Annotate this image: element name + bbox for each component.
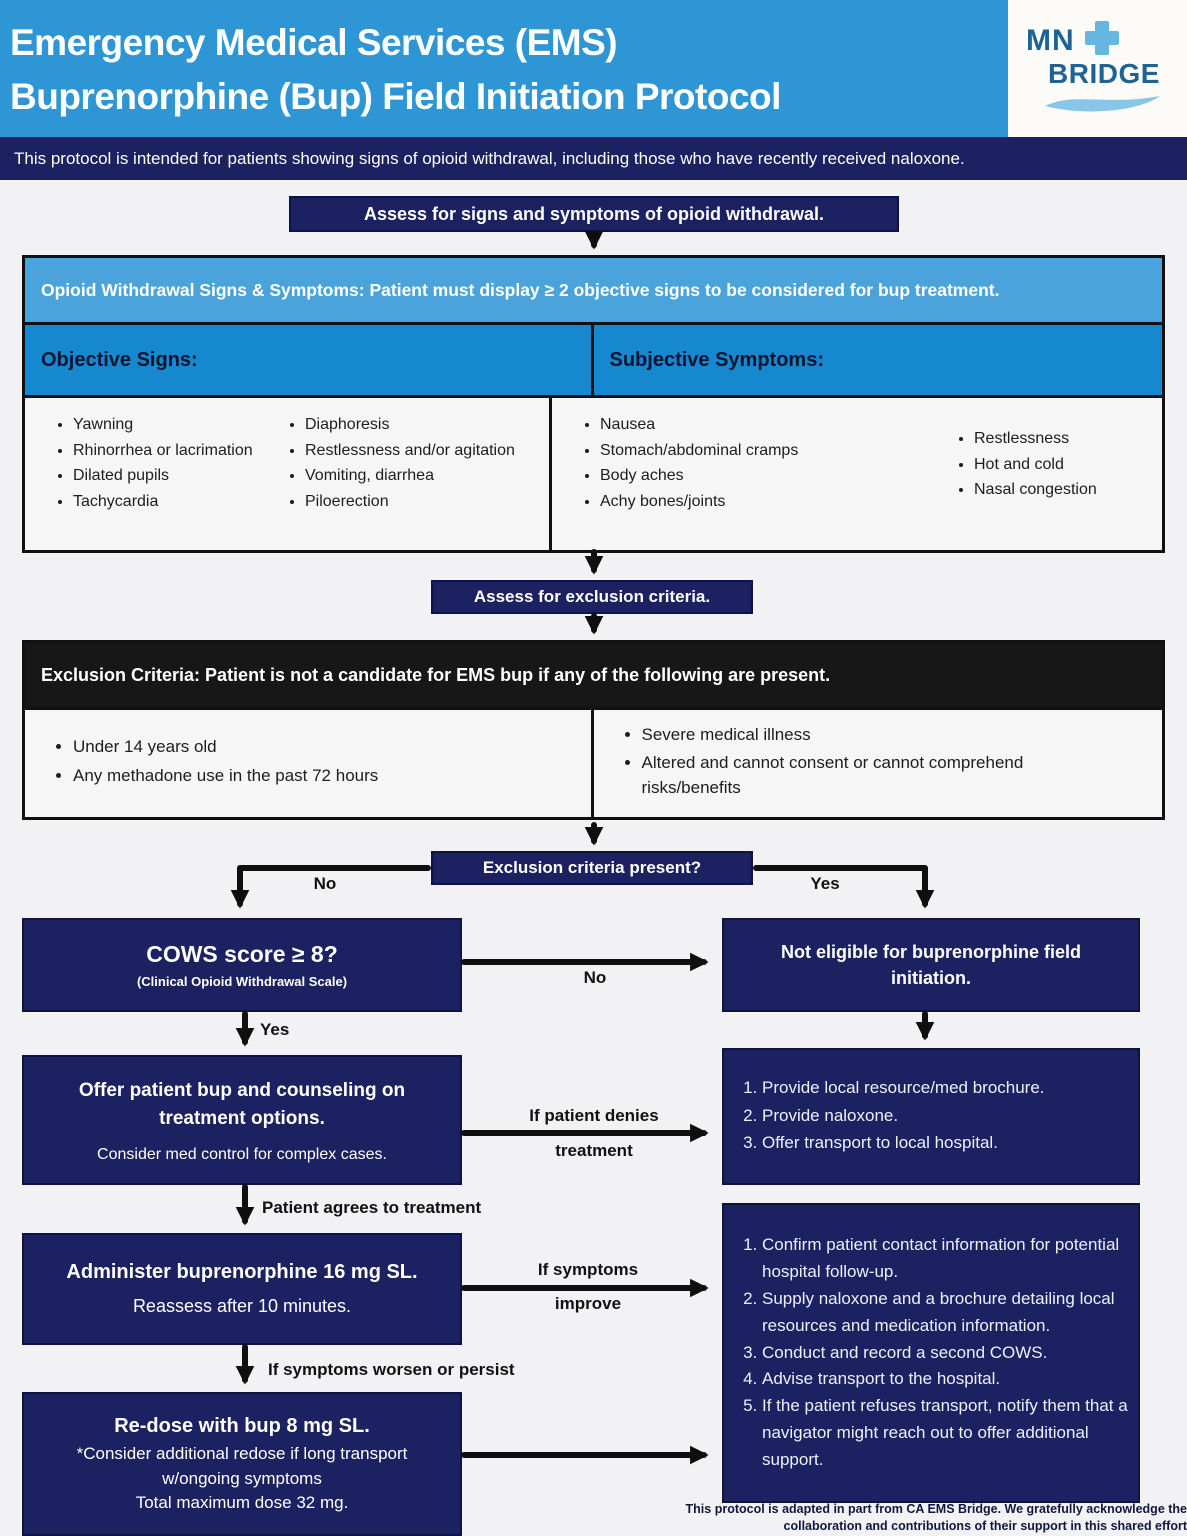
denies-steps-list: Provide local resource/med brochure. Pro… [738,1075,1045,1158]
list-item: Achy bones/joints [600,491,952,514]
withdrawal-table-body: Yawning Rhinorrhea or lacrimation Dilate… [25,398,1162,550]
list-item: Rhinorrhea or lacrimation [73,440,283,463]
list-item: Severe medical illness [642,723,1094,748]
improve-label-line1: If symptoms [537,1260,639,1279]
improve-steps-box: Confirm patient contact information for … [722,1203,1140,1503]
cows-yes-label: Yes [260,1020,290,1039]
cows-subtitle: (Clinical Opioid Withdrawal Scale) [136,974,348,989]
improve-steps-list: Confirm patient contact information for … [738,1232,1132,1474]
subjective-symptoms-list-2: Restlessness Hot and cold Nasal congesti… [952,414,1154,550]
offer-subtitle: Consider med control for complex cases. [97,1145,387,1163]
list-item: Nausea [600,414,952,437]
agrees-label: Patient agrees to treatment [262,1198,482,1217]
exclusion-table-body: Under 14 years old Any methadone use in … [25,710,1162,817]
redose-box: Re-dose with bup 8 mg SL. *Consider addi… [22,1392,462,1536]
redose-note: *Consider additional redose if long tran… [76,1443,408,1488]
cows-no-label: No [583,968,607,987]
list-item: Conduct and record a second COWS. [762,1340,1132,1367]
mn-bridge-logo: MN BRIDGE [1008,0,1187,137]
logo-text-mn: MN [1026,24,1075,57]
not-eligible-box: Not eligible for buprenorphine field ini… [722,918,1140,1012]
exclusion-decision-box: Exclusion criteria present? [431,851,753,885]
not-eligible-text: Not eligible for buprenorphine field ini… [781,941,1081,988]
subjective-symptoms-list-1: Nausea Stomach/abdominal cramps Body ach… [578,414,952,550]
header-banner: Emergency Medical Services (EMS) Bupreno… [0,0,1187,137]
list-item: Advise transport to the hospital. [762,1366,1132,1393]
improve-label-line2: improve [554,1294,622,1313]
exclusion-table-header: Exclusion Criteria: Patient is not a can… [25,643,1162,710]
attribution-line1: This protocol is adapted in part from CA… [685,1502,1187,1516]
cows-score-box: COWS score ≥ 8? (Clinical Opioid Withdra… [22,918,462,1012]
list-item: Confirm patient contact information for … [762,1232,1132,1286]
wave-icon [1042,92,1164,121]
administer-box: Administer buprenorphine 16 mg SL. Reass… [22,1233,462,1345]
list-item: Piloerection [305,491,520,514]
logo-text-bridge: BRIDGE [1048,58,1160,89]
cows-title: COWS score ≥ 8? [146,941,338,967]
list-item: Body aches [600,465,952,488]
attribution-note: This protocol is adapted in part from CA… [567,1501,1187,1535]
withdrawal-table-header: Opioid Withdrawal Signs & Symptoms: Pati… [25,258,1162,325]
withdrawal-signs-table: Opioid Withdrawal Signs & Symptoms: Pati… [22,255,1165,553]
list-item: If the patient refuses transport, notify… [762,1393,1132,1474]
denies-steps-box: Provide local resource/med brochure. Pro… [722,1048,1140,1185]
redose-title: Re-dose with bup 8 mg SL. [114,1414,370,1437]
branch-no-label: No [313,874,337,893]
list-item: Restlessness and/or agitation [305,440,520,463]
list-item: Supply naloxone and a brochure detailing… [762,1286,1132,1340]
administer-title: Administer buprenorphine 16 mg SL. [66,1261,418,1283]
objective-signs-header: Objective Signs: [25,325,594,395]
list-item: Altered and cannot consent or cannot com… [642,751,1094,800]
list-item: Offer transport to local hospital. [762,1130,1045,1156]
withdrawal-table-subheaders: Objective Signs: Subjective Symptoms: [25,325,1162,398]
list-item: Nasal congestion [974,479,1154,502]
list-item: Vomiting, diarrhea [305,465,520,488]
exclusion-list-1: Under 14 years old Any methadone use in … [51,735,378,792]
list-item: Yawning [73,414,283,437]
page-title-line1: Emergency Medical Services (EMS) [10,22,618,63]
assess-withdrawal-box: Assess for signs and symptoms of opioid … [289,196,899,232]
denies-label-line2: treatment [555,1141,633,1160]
page-title-line2: Buprenorphine (Bup) Field Initiation Pro… [10,76,781,117]
attribution-line2: collaboration and contributions of their… [783,1518,1187,1533]
objective-signs-list-1: Yawning Rhinorrhea or lacrimation Dilate… [51,414,283,550]
worsen-label: If symptoms worsen or persist [268,1360,515,1379]
list-item: Hot and cold [974,454,1154,477]
objective-signs-cell: Yawning Rhinorrhea or lacrimation Dilate… [25,398,552,550]
exclusion-cell-right: Severe medical illness Altered and canno… [594,710,1163,817]
offer-treatment-box: Offer patient bup and counseling on trea… [22,1055,462,1185]
offer-title: Offer patient bup and counseling on trea… [78,1079,406,1130]
exclusion-cell-left: Under 14 years old Any methadone use in … [25,710,594,817]
list-item: Stomach/abdominal cramps [600,440,952,463]
objective-signs-list-2: Diaphoresis Restlessness and/or agitatio… [283,414,520,550]
administer-subtitle: Reassess after 10 minutes. [132,1296,352,1316]
list-item: Tachycardia [73,491,283,514]
subjective-symptoms-header: Subjective Symptoms: [593,325,1162,395]
list-item: Diaphoresis [305,414,520,437]
list-item: Provide naloxone. [762,1103,1045,1129]
list-item: Dilated pupils [73,465,283,488]
list-item: Any methadone use in the past 72 hours [73,764,378,789]
branch-yes-label: Yes [810,874,840,893]
subjective-symptoms-cell: Nausea Stomach/abdominal cramps Body ach… [552,398,1162,550]
intended-use-banner: This protocol is intended for patients s… [0,137,1187,180]
list-item: Provide local resource/med brochure. [762,1075,1045,1101]
medical-cross-icon [1084,20,1120,61]
assess-exclusion-box: Assess for exclusion criteria. [431,580,753,614]
exclusion-list-2: Severe medical illness Altered and canno… [620,723,1094,805]
exclusion-criteria-table: Exclusion Criteria: Patient is not a can… [22,640,1165,820]
list-item: Restlessness [974,428,1154,451]
list-item: Under 14 years old [73,735,378,760]
redose-max-dose: Total maximum dose 32 mg. [135,1493,349,1513]
denies-label-line1: If patient denies [529,1106,659,1125]
